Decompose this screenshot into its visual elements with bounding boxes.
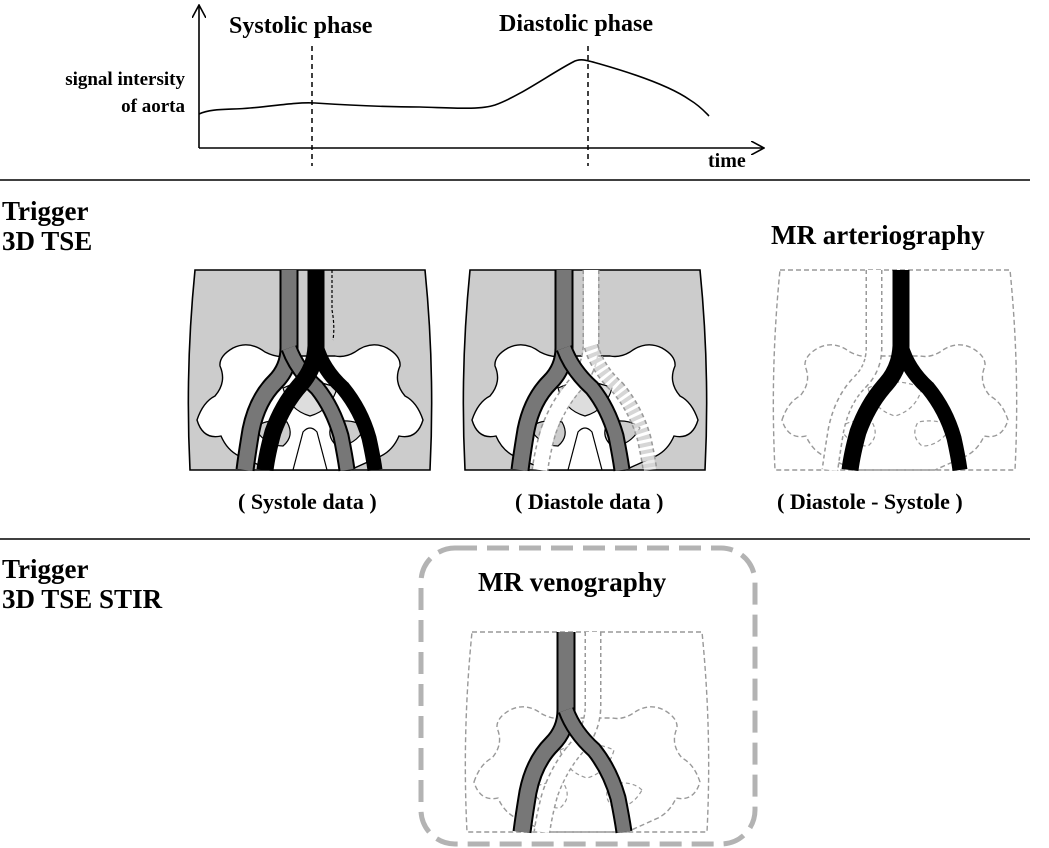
caption-diastole: ( Diastole data ) (515, 489, 664, 514)
venography-title: MR venography (478, 567, 667, 597)
section2-label: Trigger 3D TSE STIR (2, 554, 162, 614)
pelvis-arteriography-diagram (772, 270, 1018, 470)
pelvis-systole-diagram (187, 270, 433, 470)
section1-label: Trigger 3D TSE (2, 196, 92, 256)
pelvis-diastole-diagram (462, 270, 708, 470)
section2-label-line2: 3D TSE STIR (2, 584, 163, 615)
signal-curve (198, 59, 710, 117)
caption-systole: ( Systole data ) (238, 489, 377, 514)
diastolic-phase-label: Diastolic phase (499, 11, 654, 37)
caption-subtraction: ( Diastole - Systole ) (777, 489, 963, 514)
signal-chart (199, 6, 763, 166)
venography-highlight-box (418, 545, 758, 847)
pelvis-venography-diagram (464, 632, 710, 832)
section1-label-line1: Trigger (2, 196, 89, 226)
y-axis-label-line2: of aorta (121, 96, 185, 117)
section1-label-line2: 3D TSE (2, 226, 93, 257)
section2-label-line1: Trigger (2, 554, 89, 584)
systolic-phase-label: Systolic phase (229, 13, 373, 39)
y-axis-label-line1: signal intersity (65, 69, 185, 90)
arteriography-title: MR arteriography (771, 220, 985, 250)
x-axis-label: time (708, 150, 746, 172)
